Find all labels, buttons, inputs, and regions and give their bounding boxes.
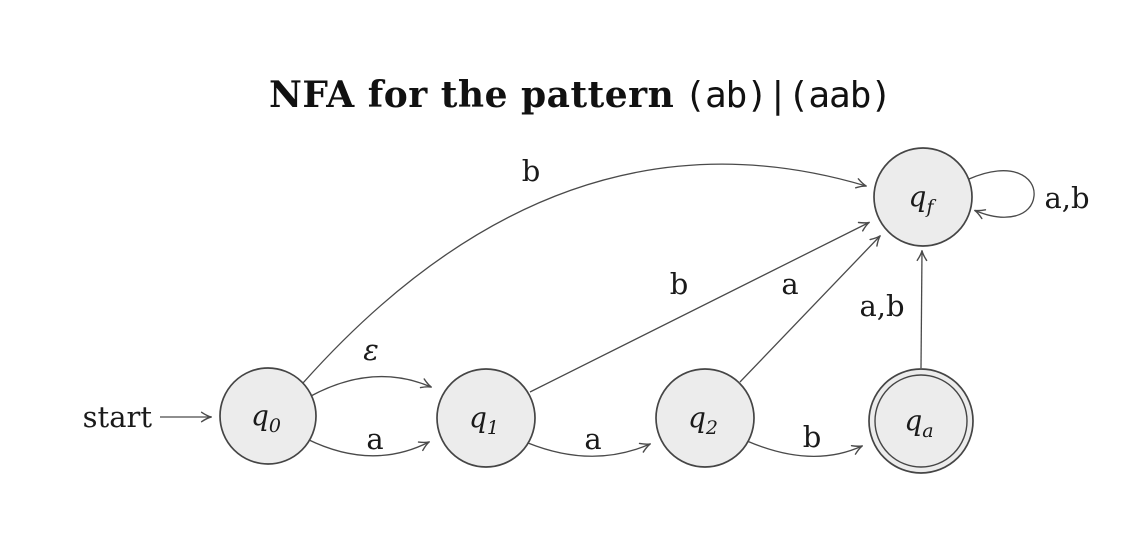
edge-label-q0-qf-b: b <box>522 154 541 188</box>
state-qf: qf <box>873 147 973 247</box>
edge-q0-q1-epsilon <box>308 375 432 398</box>
state-qa-inner-circle <box>874 374 968 468</box>
edge-label-epsilon: ε <box>363 333 379 367</box>
edge-qa-qf-ab <box>916 250 928 369</box>
edge-label-qa-qf-ab: a,b <box>859 289 904 323</box>
state-qf-circle <box>873 147 973 247</box>
state-q1-label: q1 <box>469 401 499 439</box>
edge-label-q2-qa-b: b <box>803 420 822 454</box>
state-qa-accepting: qa <box>868 368 974 474</box>
state-q2: q2 <box>655 368 755 468</box>
state-q2-circle <box>655 368 755 468</box>
edge-q1-q2-a <box>527 442 651 457</box>
start-label: start <box>83 400 153 434</box>
state-qa-label: qa <box>904 404 933 442</box>
edge-label-qf-loop-ab: a,b <box>1044 181 1089 215</box>
edge-q2-qf-a <box>739 235 881 383</box>
edge-q0-q1-a <box>306 438 430 457</box>
state-q0: q0 <box>219 367 317 465</box>
edge-label-q1-qf-b: b <box>670 267 689 301</box>
edge-label-q2-qf-a: a <box>781 267 798 301</box>
state-q1-circle <box>436 368 536 468</box>
edge-q2-qa-b <box>746 440 863 457</box>
edge-q1-qf-b <box>529 221 870 393</box>
state-q0-circle <box>219 367 317 465</box>
edge-q0-qf-b <box>302 163 867 384</box>
state-qa-outer-circle <box>868 368 974 474</box>
edge-label-q0-q1-a: a <box>366 422 383 456</box>
edge-qf-selfloop-ab <box>968 170 1035 220</box>
state-qf-label: qf <box>909 180 937 218</box>
title-pattern: (ab)|(aab) <box>684 75 892 116</box>
state-q1: q1 <box>436 368 536 468</box>
state-q0-label: q0 <box>251 399 281 437</box>
state-q2-label: q2 <box>688 401 718 439</box>
edge-label-q1-q2-a: a <box>584 422 601 456</box>
diagram-title: NFA for the pattern(ab)|(aab) <box>268 74 892 116</box>
title-text: NFA for the pattern <box>268 74 675 116</box>
